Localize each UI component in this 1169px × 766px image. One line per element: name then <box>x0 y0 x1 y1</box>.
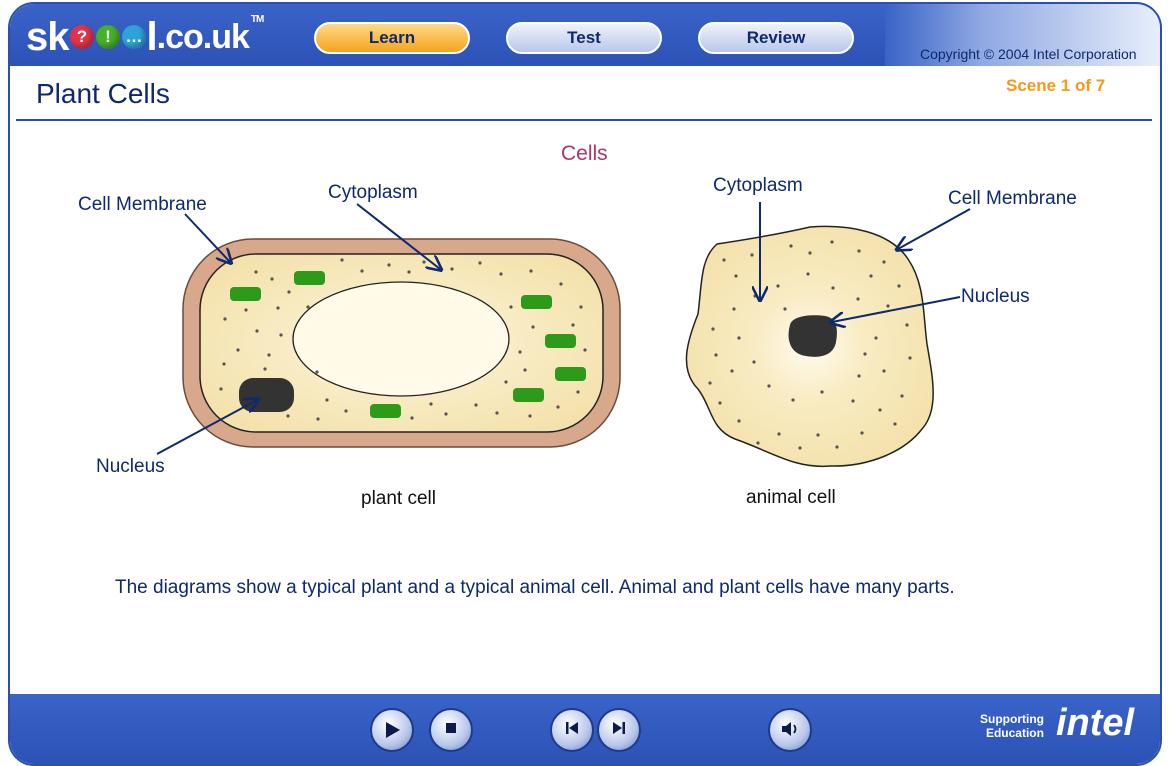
plant-granules <box>219 258 587 421</box>
page-title: Plant Cells <box>36 78 170 109</box>
chloroplast <box>555 367 586 381</box>
animal-nucleus <box>788 315 837 357</box>
header-gradient <box>885 4 1160 66</box>
intel-logo: intel <box>1056 702 1135 744</box>
cell-diagram <box>156 202 971 468</box>
logo-question-dot: ? <box>69 25 94 49</box>
scene-counter: Scene 1 of 7 <box>1006 76 1106 95</box>
plant-cell <box>156 203 621 455</box>
learn-button[interactable]: Learn <box>314 22 470 54</box>
animal-cell-caption: animal cell <box>746 487 836 508</box>
copyright-text: Copyright © 2004 Intel Corporation <box>920 46 1137 62</box>
plant-cytoplasm-pointer <box>356 203 440 269</box>
supporting-text: Supporting <box>980 712 1044 726</box>
animal-nucleus-pointer <box>832 296 961 322</box>
chloroplast <box>513 388 544 402</box>
speaker-icon <box>782 722 797 736</box>
animal-granules <box>708 240 912 450</box>
logo-exclaim-dot: ! <box>95 25 120 49</box>
logo-text-suffix: l <box>146 14 158 59</box>
animal-nucleus-label: Nucleus <box>961 286 1030 307</box>
plant-nucleus-pointer <box>156 400 257 455</box>
sound-button[interactable] <box>768 708 812 752</box>
play-button[interactable] <box>370 708 414 752</box>
chloroplasts <box>230 271 586 418</box>
supporting-education-text: Supporting Education <box>980 712 1044 740</box>
review-button[interactable]: Review <box>698 22 854 54</box>
chloroplast <box>230 287 261 301</box>
logo-text-prefix: sk <box>26 14 69 59</box>
logo-trademark: TM <box>250 13 264 25</box>
animal-membrane-pointer <box>898 208 971 249</box>
animal-membrane-label: Cell Membrane <box>948 188 1077 209</box>
next-scene-button[interactable] <box>597 708 641 752</box>
chloroplast <box>370 404 401 418</box>
chloroplast <box>545 334 576 348</box>
skip-forward-icon <box>613 722 625 734</box>
plant-vacuole <box>292 281 510 397</box>
skool-logo[interactable]: sk ? ! … l .co.uk TM <box>26 13 264 60</box>
app-frame: sk ? ! … l .co.uk TM Learn Test Review C… <box>8 2 1162 766</box>
previous-scene-button[interactable] <box>550 708 594 752</box>
stop-button[interactable] <box>429 708 473 752</box>
play-icon <box>386 722 400 738</box>
diagram-title: Cells <box>561 142 608 165</box>
logo-ellipsis-dot: … <box>121 25 146 49</box>
plant-membrane-pointer <box>184 213 230 262</box>
skip-back-icon <box>566 722 578 734</box>
header-divider <box>16 119 1152 121</box>
chloroplast <box>294 271 325 285</box>
education-text: Education <box>985 726 1044 740</box>
animal-cell <box>685 202 971 468</box>
test-button[interactable]: Test <box>506 22 662 54</box>
plant-nucleus <box>239 378 294 412</box>
logo-domain: .co.uk <box>156 17 250 56</box>
plant-nucleus-label: Nucleus <box>96 456 165 477</box>
stop-icon <box>446 723 456 733</box>
animal-cytoplasm-label: Cytoplasm <box>713 175 803 196</box>
plant-membrane-label: Cell Membrane <box>78 194 207 215</box>
plant-cell-caption: plant cell <box>361 488 436 509</box>
chloroplast <box>521 295 552 309</box>
scene-description: The diagrams show a typical plant and a … <box>115 577 955 598</box>
plant-cytoplasm-label: Cytoplasm <box>328 182 418 203</box>
